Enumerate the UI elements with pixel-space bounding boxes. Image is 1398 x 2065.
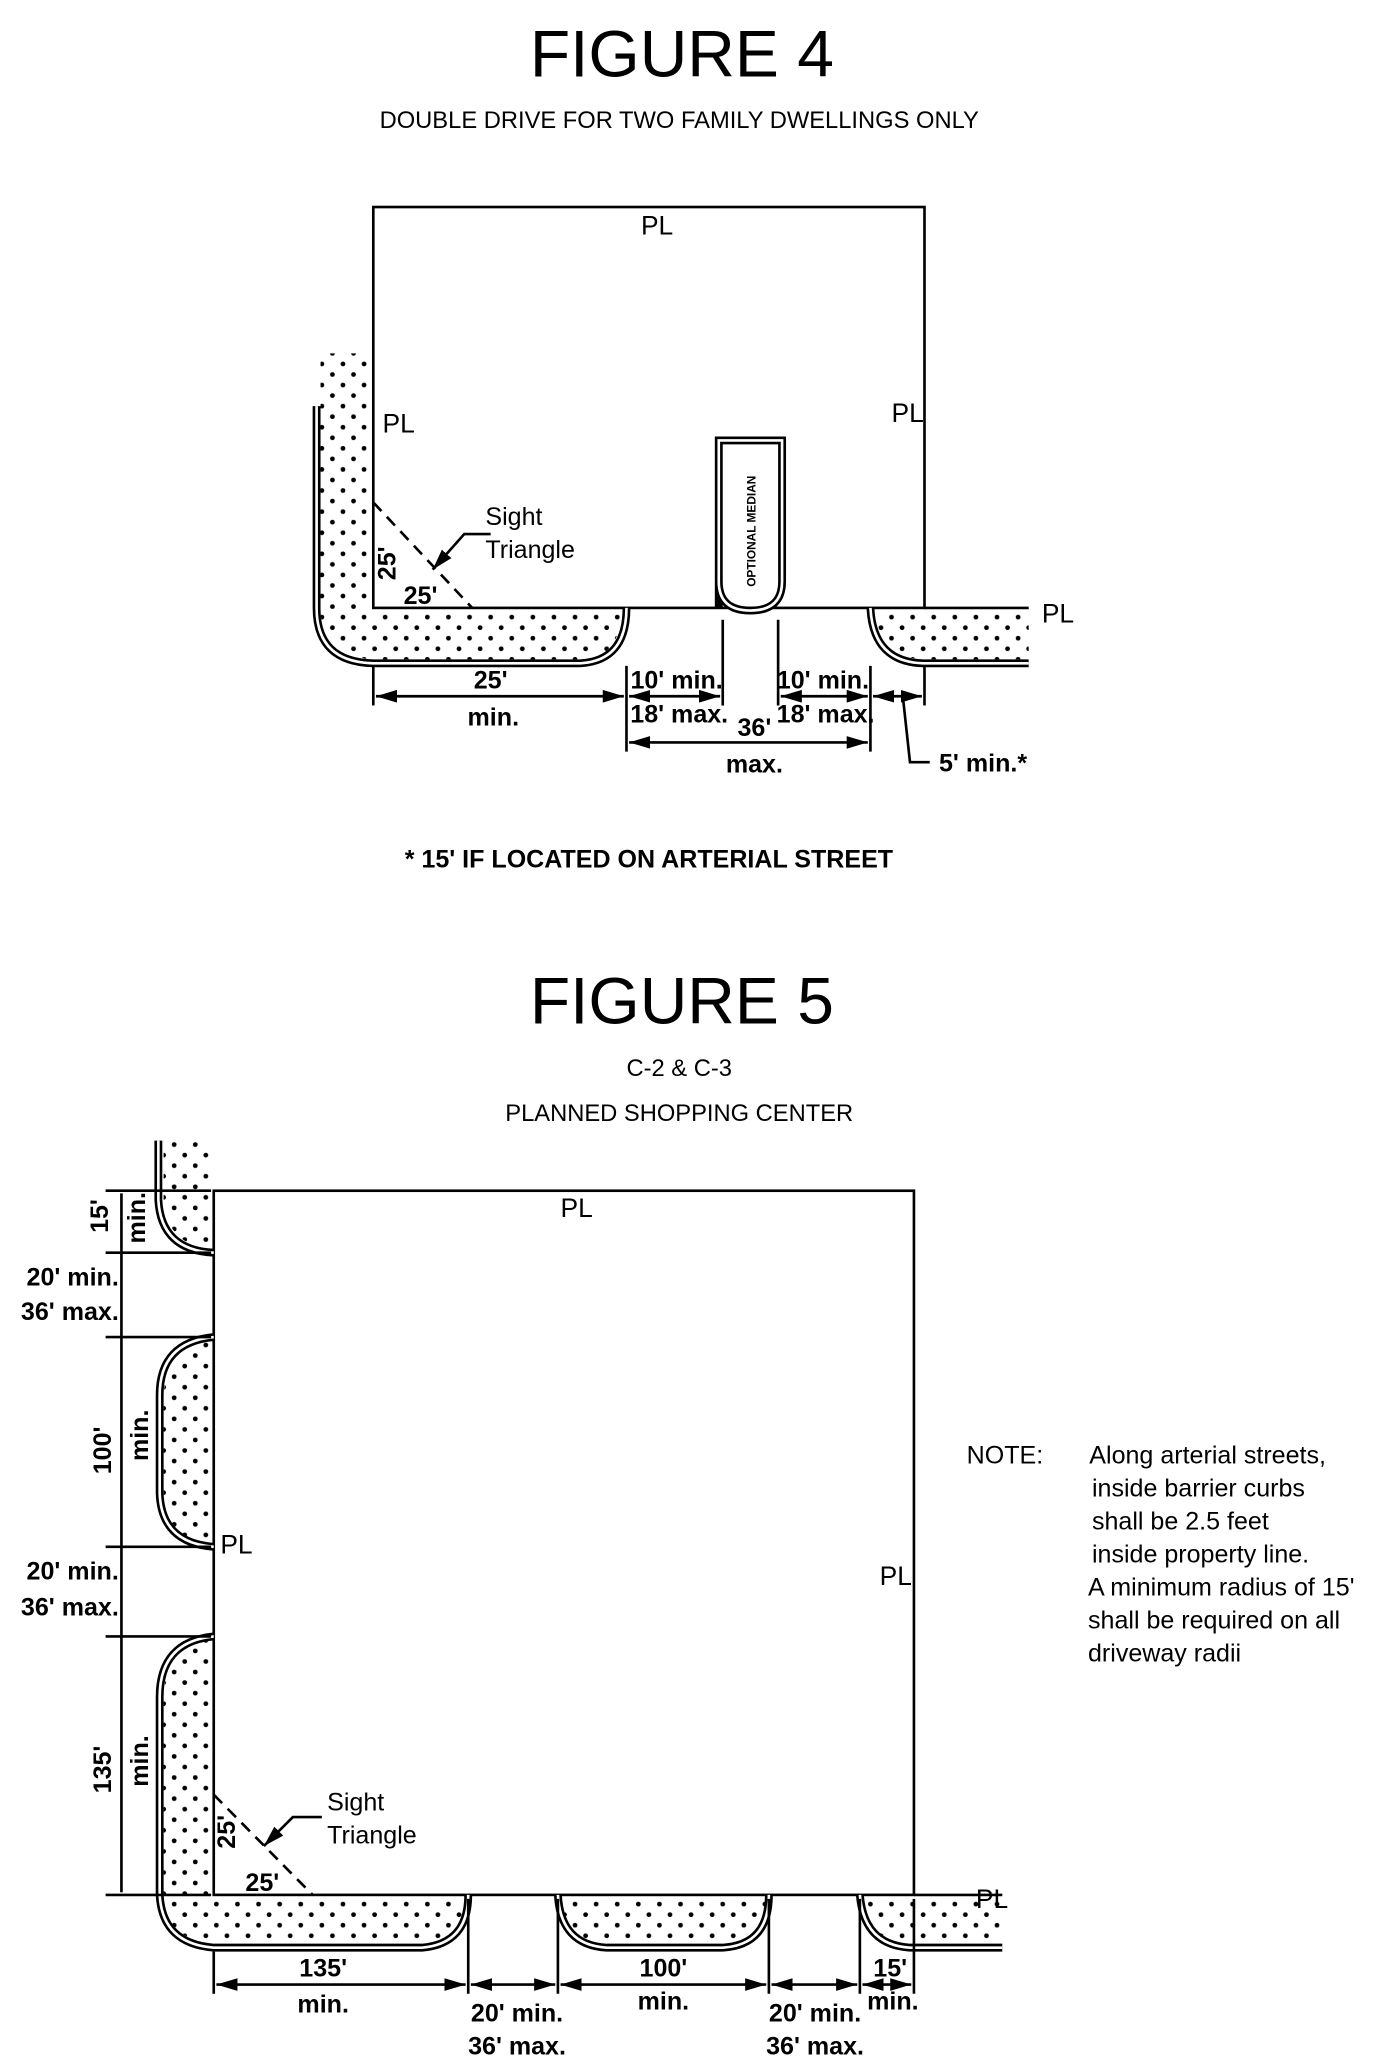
dim-bottom-drive2-min: 20' min. xyxy=(769,1999,861,2027)
note-line: inside barrier curbs xyxy=(1092,1475,1305,1503)
left-dimension-chain xyxy=(105,1189,212,1897)
dim-left-drive2-max: 36' max. xyxy=(21,1593,119,1621)
triangle-label: Triangle xyxy=(485,536,575,564)
figure-4-title: FIGURE 4 xyxy=(530,16,834,90)
dim-left-15-min: min. xyxy=(123,1192,151,1244)
figure-5-subtitle-1: C-2 & C-3 xyxy=(627,1056,732,1082)
sight-triangle-leader xyxy=(431,532,491,571)
triangle-label-5: Triangle xyxy=(327,1821,417,1849)
dim-bottom-drive1-min: 20' min. xyxy=(471,1999,563,2027)
sight-triangle-line-5 xyxy=(212,1793,314,1896)
dim-left-drive2-min: 20' min. xyxy=(27,1558,119,1586)
dim-corner-value: 25' xyxy=(474,666,508,694)
dim-corner-qualifier: min. xyxy=(468,703,519,731)
dim-total-value: 36' xyxy=(737,714,771,742)
note-line: A minimum radius of 15' xyxy=(1088,1574,1355,1602)
dim-left-135-min: min. xyxy=(126,1735,154,1787)
figure-4: FIGURE 4 DOUBLE DRIVE FOR TWO FAMILY DWE… xyxy=(312,16,1074,874)
dim-bottom-135-min: min. xyxy=(297,1990,349,2018)
dim-left-drive1-min: 20' min. xyxy=(27,1264,119,1292)
sight-dim-vertical-5: 25' xyxy=(213,1815,241,1849)
pl-label-right-5: PL xyxy=(880,1561,912,1591)
dim-bottom-drive1-max: 36' max. xyxy=(468,2032,566,2060)
left-sidewalk-hatch xyxy=(320,353,623,660)
island-corner-hatch xyxy=(163,1639,466,1944)
note-line: shall be required on all xyxy=(1088,1607,1340,1635)
pl-label-top-5: PL xyxy=(561,1193,593,1223)
optional-median: OPTIONAL MEDIAN xyxy=(714,436,787,615)
sight-dim-horizontal-5: 25' xyxy=(245,1869,279,1897)
figure-4-dimensions xyxy=(371,619,930,764)
sight-label: Sight xyxy=(485,503,542,531)
dim-bottom-100: 100' xyxy=(640,1955,688,1983)
dim-bottom-100-min: min. xyxy=(638,1988,690,2016)
dim-bottom-drive2-max: 36' max. xyxy=(766,2032,864,2060)
dim-drive-left-max: 18' max. xyxy=(630,701,728,729)
figure-4-footnote: * 15' IF LOCATED ON ARTERIAL STREET xyxy=(405,846,894,874)
note-line: driveway radii xyxy=(1088,1639,1241,1667)
sight-dim-horizontal: 25' xyxy=(404,582,438,610)
island-left-middle-hatch xyxy=(163,1339,214,1545)
pl-label-left: PL xyxy=(383,409,415,439)
sight-label-5: Sight xyxy=(327,1789,384,1817)
island-bottom-middle-hatch xyxy=(560,1894,767,1944)
dim-drive-left-min: 10' min. xyxy=(630,666,722,694)
note-block: NOTE: Along arterial streets, inside bar… xyxy=(967,1442,1355,1668)
curbs-figure-5 xyxy=(154,1140,1003,1952)
pl-label-top: PL xyxy=(641,211,673,241)
bottom-dimension-chain xyxy=(212,1898,916,1994)
sight-triangle-leader-5 xyxy=(262,1815,322,1848)
figure-5: FIGURE 5 C-2 & C-3 PLANNED SHOPPING CENT… xyxy=(21,963,1355,2060)
pl-label-left-5: PL xyxy=(220,1529,252,1559)
dim-drive-right-min: 10' min. xyxy=(777,666,869,694)
median-label: OPTIONAL MEDIAN xyxy=(745,476,759,587)
dim-left-15: 15' xyxy=(86,1199,114,1233)
sight-triangle-line xyxy=(372,501,474,609)
dim-total-qualifier: max. xyxy=(726,751,783,779)
pl-label-street: PL xyxy=(1042,598,1074,628)
island-bottom-right-hatch xyxy=(862,1894,1003,1944)
dim-side-setback: 5' min.* xyxy=(939,749,1027,777)
note-line: Along arterial streets, xyxy=(1089,1442,1326,1470)
figure-4-subtitle: DOUBLE DRIVE FOR TWO FAMILY DWELLINGS ON… xyxy=(380,108,979,134)
dim-bottom-15: 15' xyxy=(873,1955,907,1983)
note-label: NOTE: xyxy=(967,1442,1044,1470)
property-line-boundary-5 xyxy=(212,1189,916,1897)
property-line-boundary xyxy=(371,205,926,610)
dim-bottom-135: 135' xyxy=(299,1955,347,1983)
note-line: inside property line. xyxy=(1092,1541,1309,1569)
right-curb xyxy=(866,607,1029,668)
pl-label-right: PL xyxy=(892,398,924,428)
left-curb xyxy=(312,406,631,668)
figure-5-subtitle-2: PLANNED SHOPPING CENTER xyxy=(505,1101,853,1127)
island-top-left-hatch xyxy=(163,1140,214,1251)
dim-drive-right-max: 18' max. xyxy=(777,701,875,729)
dim-left-100: 100' xyxy=(89,1426,117,1474)
dim-left-135: 135' xyxy=(89,1746,117,1794)
note-line: shall be 2.5 feet xyxy=(1092,1508,1269,1536)
dim-bottom-15-min: min. xyxy=(867,1988,919,2016)
right-sidewalk-hatch xyxy=(873,607,1029,660)
pl-label-street-5: PL xyxy=(976,1884,1008,1914)
dim-left-drive1-max: 36' max. xyxy=(21,1298,119,1326)
sight-dim-vertical: 25' xyxy=(374,546,402,580)
figure-5-title: FIGURE 5 xyxy=(530,963,834,1037)
dim-left-100-min: min. xyxy=(126,1410,154,1462)
